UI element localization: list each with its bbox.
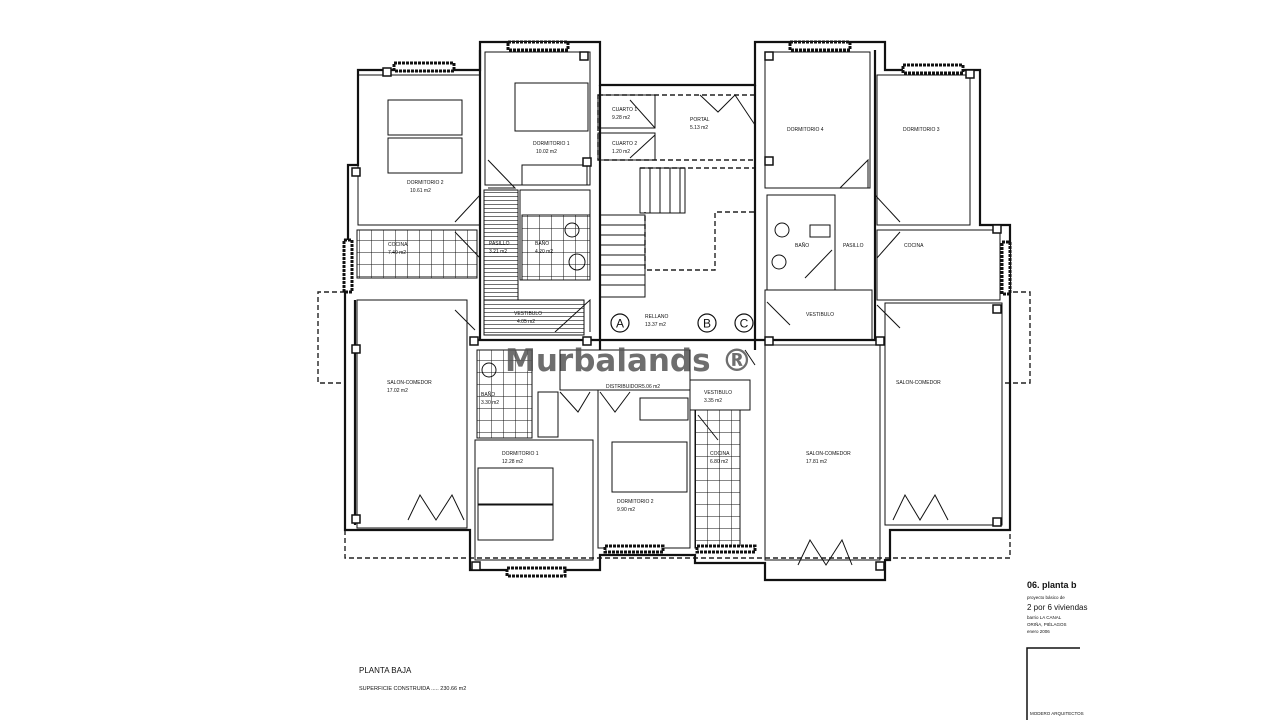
door-swings — [407, 94, 949, 566]
room-name: COCINA — [388, 242, 408, 248]
room-name: DORMITORIO 1 — [533, 141, 570, 147]
room-area: 9.90 m2 — [617, 507, 635, 513]
title-line: ORIÑA, PIÉLAGOS — [1027, 621, 1067, 627]
room-area: 13.37 m2 — [645, 322, 666, 328]
title-line: enero 2006 — [1027, 629, 1050, 634]
room-name: CUARTO 1 — [612, 107, 637, 113]
marker-circle — [610, 313, 630, 333]
room-name: DORMITORIO 2 — [407, 180, 444, 186]
plan-title: PLANTA BAJA — [359, 666, 412, 675]
room-name: PASILLO — [489, 241, 510, 247]
room-area: 17.02 m2 — [387, 388, 408, 394]
title-footer: MODERO ARQUITECTOS — [1030, 711, 1084, 716]
marker-label: A — [616, 317, 624, 331]
room-name: VESTIBULO — [704, 390, 732, 396]
room-area: 3.21 m2 — [489, 249, 507, 255]
room-area: 3.30 m2 — [481, 400, 499, 406]
marker-label: C — [740, 317, 749, 331]
room-area: 6.80 m2 — [710, 459, 728, 465]
room-name: DISTRIBUIDOR — [606, 384, 642, 390]
room-name: PORTAL — [690, 117, 710, 123]
room-name: BAÑO — [535, 240, 549, 247]
room-area: 7.49 m2 — [388, 250, 406, 256]
marker-circle — [697, 313, 717, 333]
room-name: DORMITORIO 1 — [502, 451, 539, 457]
marker-label: B — [703, 317, 711, 331]
room-name: VESTIBULO — [806, 312, 834, 318]
room-area: 9.28 m2 — [612, 115, 630, 121]
room-name: DORMITORIO 3 — [903, 127, 940, 133]
interior-walls — [356, 51, 1003, 561]
room-name: SALON-COMEDOR — [806, 451, 851, 457]
title-block: 06. planta b proyecto básico de 2 por 6 … — [1026, 580, 1087, 720]
room-area: 17.81 m2 — [806, 459, 827, 465]
room-area: 5.06 m2 — [642, 384, 660, 390]
room-area: 4.05 m2 — [517, 319, 535, 325]
room-name: BAÑO — [795, 242, 809, 249]
terrace-outlines — [317, 94, 1031, 559]
room-name: DORMITORIO 4 — [787, 127, 824, 133]
room-area: 5.13 m2 — [690, 125, 708, 131]
room-name: COCINA — [904, 243, 924, 249]
room-area: 12.28 m2 — [502, 459, 523, 465]
room-area: 10.02 m2 — [536, 149, 557, 155]
columns — [351, 51, 1002, 571]
exterior-walls — [343, 40, 1012, 582]
sheet-title: 06. planta b — [1027, 580, 1077, 590]
room-area: 4.20 m2 — [535, 249, 553, 255]
room-area: 3.35 m2 — [704, 398, 722, 404]
room-name: PASILLO — [843, 243, 864, 249]
title-line: 2 por 6 viviendas — [1027, 603, 1087, 612]
watermark: Murbalands ® — [505, 343, 752, 379]
floor-hatching — [356, 167, 741, 549]
plan-surface: SUPERFICIE CONSTRUIDA ..... 230.66 m2 — [359, 686, 466, 692]
room-name: SALON-COMEDOR — [896, 380, 941, 386]
room-name: COCINA — [710, 451, 730, 457]
room-name: VESTIBULO — [514, 311, 542, 317]
windows — [342, 40, 1012, 578]
room-area: 10.61 m2 — [410, 188, 431, 194]
room-name: SALON-COMEDOR — [387, 380, 432, 386]
room-labels: DORMITORIO 2 10.61 m2 DORMITORIO 1 10.02… — [387, 107, 941, 513]
marker-circle — [734, 313, 754, 333]
room-name: CUARTO 2 — [612, 141, 637, 147]
room-name: BAÑO — [481, 391, 495, 398]
room-name: RELLANO — [645, 314, 668, 320]
stair-markers: A B C — [610, 313, 754, 333]
title-line: barrio LA CANAL — [1027, 615, 1062, 620]
room-name: DORMITORIO 2 — [617, 499, 654, 505]
room-area: 1.20 m2 — [612, 149, 630, 155]
title-line: proyecto básico de — [1027, 595, 1065, 600]
